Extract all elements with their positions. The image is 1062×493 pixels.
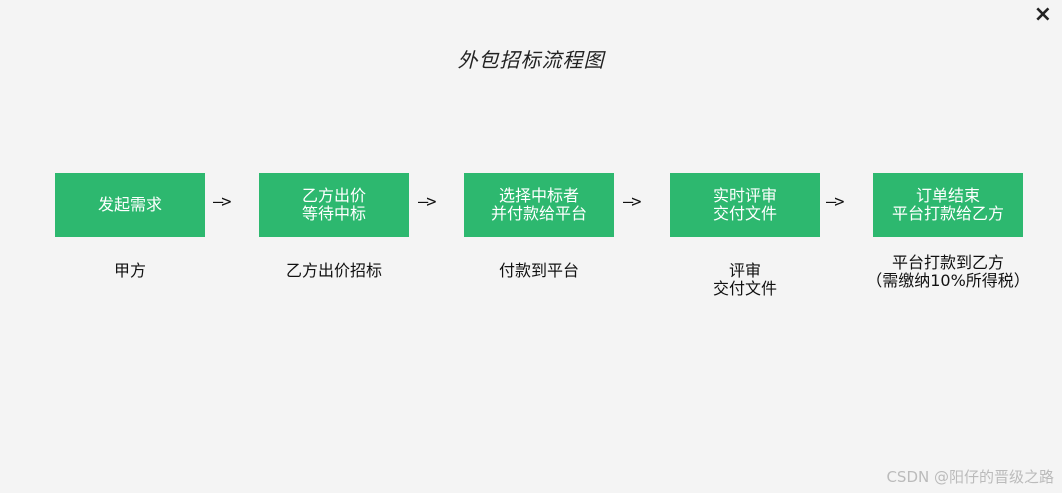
step-box-3: 选择中标者 并付款给平台 xyxy=(464,173,614,237)
step-box-3-line-1: 选择中标者 xyxy=(498,186,579,205)
step-caption-3-line-1: 付款到平台 xyxy=(498,261,579,280)
close-icon[interactable]: × xyxy=(1033,2,1052,27)
step-box-4-line-2: 交付文件 xyxy=(712,204,777,223)
step-box-2-line-2: 等待中标 xyxy=(301,204,366,223)
step-box-5-line-2: 平台打款给乙方 xyxy=(891,204,1004,223)
step-box-3-line-2: 并付款给平台 xyxy=(490,204,587,223)
step-box-1-line-1: 发起需求 xyxy=(97,195,162,214)
step-caption-4-line-1: 评审 xyxy=(728,261,761,280)
arrow-3: —> xyxy=(623,192,642,212)
step-caption-5-line-2: （需缴纳10%所得税） xyxy=(866,271,1030,290)
arrow-4: —> xyxy=(826,192,845,212)
watermark: CSDN @阳仔的晋级之路 xyxy=(886,468,1054,486)
step-box-4: 实时评审 交付文件 xyxy=(670,173,820,237)
step-caption-4: 评审 交付文件 xyxy=(655,262,835,298)
step-caption-2-line-1: 乙方出价招标 xyxy=(285,261,382,280)
step-caption-1: 甲方 xyxy=(40,262,220,280)
step-box-1: 发起需求 xyxy=(55,173,205,237)
arrow-2: —> xyxy=(418,192,437,212)
step-caption-3: 付款到平台 xyxy=(449,262,629,280)
diagram-title: 外包招标流程图 xyxy=(457,48,605,72)
step-caption-5-line-1: 平台打款到乙方 xyxy=(891,253,1004,272)
step-box-4-line-1: 实时评审 xyxy=(712,186,777,205)
step-box-2-line-1: 乙方出价 xyxy=(301,186,366,205)
arrow-1: —> xyxy=(213,192,232,212)
step-caption-4-line-2: 交付文件 xyxy=(712,279,777,298)
step-caption-5: 平台打款到乙方 （需缴纳10%所得税） xyxy=(858,254,1038,290)
step-box-5: 订单结束 平台打款给乙方 xyxy=(873,173,1023,237)
step-box-2: 乙方出价 等待中标 xyxy=(259,173,409,237)
step-caption-2: 乙方出价招标 xyxy=(244,262,424,280)
step-box-5-line-1: 订单结束 xyxy=(915,186,980,205)
step-caption-1-line-1: 甲方 xyxy=(113,261,146,280)
